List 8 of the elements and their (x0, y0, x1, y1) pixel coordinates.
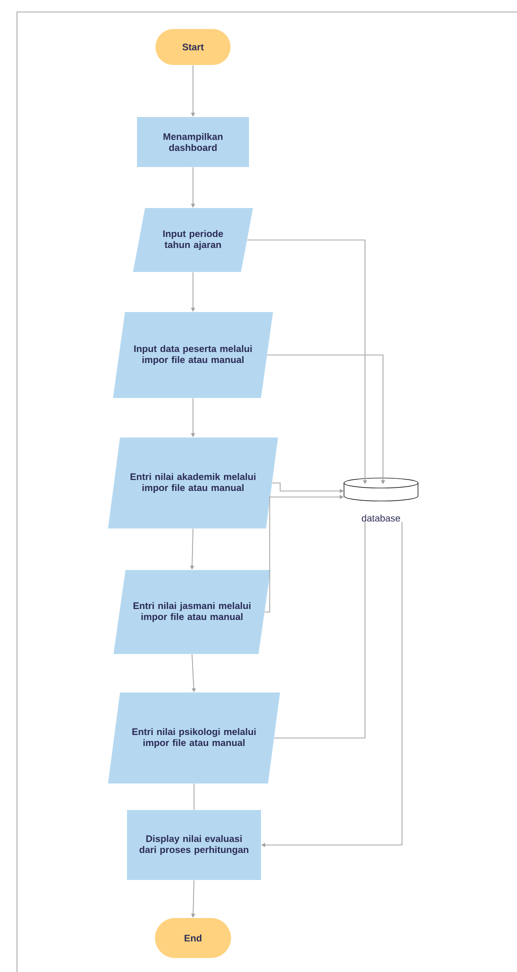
node-label: database (362, 514, 400, 522)
process-box: Display nilai evaluasi dari proses perhitungan (127, 810, 261, 880)
input-parallelogram: Input data peserta melalui impor file atau manual (113, 312, 273, 398)
input-parallelogram: Entri nilai jasmani melalui impor file atau manual (114, 570, 270, 654)
input-parallelogram: Entri nilai akademik melalui impor file atau manual (108, 438, 278, 528)
input-parallelogram: Input periode tahun ajaran (133, 208, 253, 272)
input-parallelogram: Entri nilai psikologi melalui impor file atau manual (108, 692, 280, 784)
process-box: Menampilkan dashboard (137, 117, 249, 167)
